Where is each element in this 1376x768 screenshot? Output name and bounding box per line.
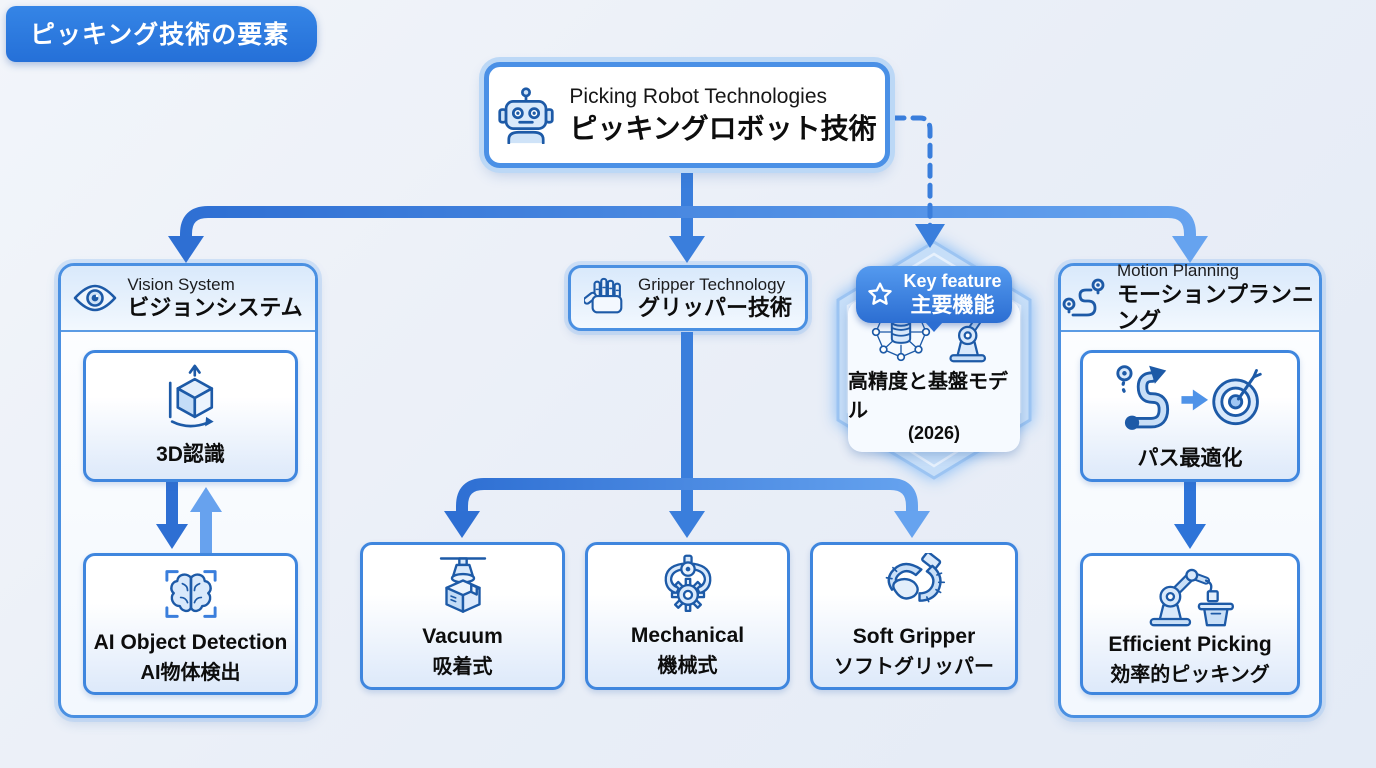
soft-gripper-label-ja: ソフトグリッパー <box>834 655 994 678</box>
motion-title-ja: モーションプランニング <box>1117 281 1314 334</box>
motion-planning-header: Motion Planning モーションプランニング <box>1061 261 1319 334</box>
mechanical-label-ja: 機械式 <box>657 654 718 677</box>
route-icon <box>1062 278 1105 317</box>
vision-title-ja: ビジョンシステム <box>127 295 303 320</box>
vacuum-gripper-icon <box>439 557 486 614</box>
root-title-ja: ピッキングロボット技術 <box>569 112 877 144</box>
eye-icon <box>74 284 117 312</box>
node-mechanical-gripper: Mechanical 機械式 <box>585 542 790 690</box>
efficient-picking-label-en: Efficient Picking <box>1108 633 1272 657</box>
robot-hand-icon <box>583 277 623 314</box>
node-efficient-picking: Efficient Picking 効率的ピッキング <box>1080 553 1300 695</box>
gripper-title-en: Gripper Technology <box>637 274 786 294</box>
root-node-titles: Picking Robot Technologies ピッキングロボット技術 <box>569 84 876 145</box>
page-title-badge: ピッキング技術の要素 <box>6 6 318 62</box>
motion-title-en: Motion Planning <box>1117 261 1239 281</box>
bin-picking-icon <box>1149 569 1234 627</box>
key-feature-year: (2026) <box>907 423 961 443</box>
node-path-optimization: パス最適化 <box>1080 350 1300 482</box>
vacuum-label-ja: 吸着式 <box>432 655 493 678</box>
mechanical-label-en: Mechanical <box>630 624 745 648</box>
gripper-technology-header: Gripper Technology グリッパー技術 <box>568 265 808 331</box>
root-node: Picking Robot Technologies ピッキングロボット技術 <box>484 62 890 168</box>
ai-detection-label-en: AI Object Detection <box>93 631 288 655</box>
vision-title-en: Vision System <box>127 274 235 294</box>
3d-recognition-label: 3D認識 <box>156 443 225 466</box>
key-feature-badge-ja: 主要機能 <box>910 293 995 317</box>
path-optimization-label: パス最適化 <box>1137 447 1243 470</box>
brain-scan-icon <box>164 570 217 619</box>
key-feature-label: 高精度と基盤モデル <box>848 371 1008 422</box>
soft-gripper-icon <box>885 553 946 603</box>
key-feature-card: 高精度と基盤モデル (2026) <box>848 300 1020 452</box>
key-feature-badge-en: Key feature <box>903 271 1002 292</box>
mechanical-gripper-icon <box>664 555 711 613</box>
cube-3d-icon <box>168 364 214 428</box>
bubble-tail <box>925 322 943 332</box>
efficient-picking-label-ja: 効率的ピッキング <box>1110 663 1270 686</box>
vacuum-label-en: Vacuum <box>422 625 503 649</box>
node-vacuum-gripper: Vacuum 吸着式 <box>360 542 565 690</box>
node-soft-gripper: Soft Gripper ソフトグリッパー <box>810 542 1018 690</box>
root-title-en: Picking Robot Technologies <box>569 85 828 109</box>
ai-detection-label-ja: AI物体検出 <box>140 661 241 684</box>
path-optimization-icon <box>1116 365 1262 430</box>
node-ai-object-detection: AI Object Detection AI物体検出 <box>83 553 298 695</box>
vision-system-header: Vision System ビジョンシステム <box>61 266 315 332</box>
node-3d-recognition: 3D認識 <box>83 350 298 482</box>
star-icon <box>868 282 893 305</box>
gripper-title-ja: グリッパー技術 <box>637 295 792 320</box>
robot-icon <box>498 87 555 144</box>
arrow-key-feature-dashed <box>890 115 945 248</box>
key-feature-bubble: Key feature 主要機能 <box>856 266 1012 332</box>
soft-gripper-label-en: Soft Gripper <box>852 625 976 649</box>
page-title: ピッキング技術の要素 <box>30 21 290 49</box>
arrow-root-branches <box>168 166 1208 263</box>
